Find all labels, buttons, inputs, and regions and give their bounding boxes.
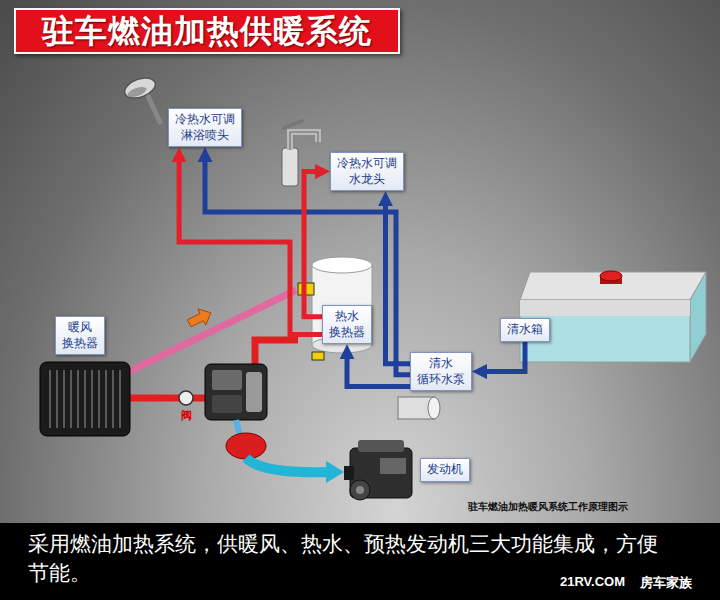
pipe-connector: [481, 342, 525, 372]
hot-pipe: [255, 340, 298, 364]
label-text: 冷热水可调 淋浴喷头: [175, 112, 235, 143]
valve-symbol: [179, 391, 193, 405]
label-text: 冷热水可调 水龙头: [337, 156, 397, 187]
flow-arrow: [185, 305, 214, 332]
label-text: 热水 换热器: [329, 309, 365, 340]
label-box: 冷热水可调 淋浴喷头: [168, 108, 242, 147]
label-box: 发动机: [420, 458, 470, 482]
label-text: 发动机: [427, 462, 463, 478]
label-box: 热水 换热器: [322, 305, 372, 344]
coolant-flow: [246, 458, 328, 472]
label-text: 暖风 换热器: [62, 320, 98, 351]
label-box: 暖风 换热器: [55, 316, 105, 355]
engine: [344, 440, 412, 500]
hot-pipe: [130, 395, 206, 402]
label-text: 清水箱: [507, 322, 543, 338]
valve-label: 阀: [181, 408, 192, 423]
pipe-connector: [304, 172, 322, 317]
fuel-heater: [205, 364, 267, 420]
hot-water-tank: [298, 257, 372, 360]
watermark: 房车家族: [640, 574, 692, 592]
faucet: [282, 121, 318, 186]
title-text: 驻车燃油加热供暖系统: [42, 10, 372, 52]
pipe-connector: [347, 353, 410, 386]
label-box: 冷热水可调 水龙头: [330, 152, 404, 191]
warm-air-pipe: [128, 290, 296, 372]
subtitle-note: 驻车燃油加热暖风系统工作原理图示: [468, 500, 628, 514]
label-box: 清水 循环水泵: [410, 352, 472, 391]
label-text: 清水 循环水泵: [417, 356, 465, 387]
label-box: 清水箱: [500, 318, 550, 342]
water-tank: [520, 271, 706, 362]
coolant-arrow: [326, 461, 344, 483]
shower-head: [122, 74, 160, 122]
radiator: [40, 362, 130, 436]
watermark: 21RV.COM: [560, 574, 625, 589]
pipe-connector: [179, 156, 322, 334]
pump-dome: [226, 433, 266, 459]
water-pump: [398, 397, 440, 419]
title-box: 驻车燃油加热供暖系统: [14, 8, 400, 54]
